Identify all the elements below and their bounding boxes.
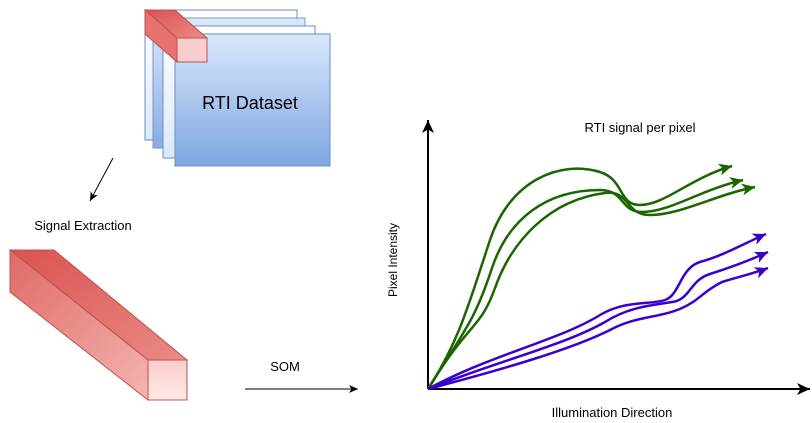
chart: RTI signal per pixel Pixel Intensity Ill…: [386, 120, 810, 420]
signal-column-icon: [8, 248, 189, 402]
dataset-stack: RTI Dataset: [143, 8, 331, 167]
purple-curve-group: [427, 232, 769, 391]
green-curve-2: [426, 177, 744, 390]
x-axis-label: Illumination Direction: [552, 405, 673, 420]
chart-title: RTI signal per pixel: [584, 120, 695, 135]
green-curve-3: [426, 183, 756, 390]
y-axis-label: Pixel Intensity: [386, 223, 400, 297]
dataset-label: RTI Dataset: [202, 93, 298, 113]
extraction-arrow: [89, 157, 114, 202]
purple-curve-2: [427, 250, 769, 391]
purple-curve-3: [427, 266, 769, 391]
som-label: SOM: [270, 359, 300, 374]
green-curve-group: [426, 163, 756, 390]
pixel-cube-icon: [143, 8, 209, 64]
green-curve-1: [426, 163, 733, 390]
purple-curve-1: [427, 232, 767, 391]
signal-extraction-label: Signal Extraction: [34, 218, 132, 233]
